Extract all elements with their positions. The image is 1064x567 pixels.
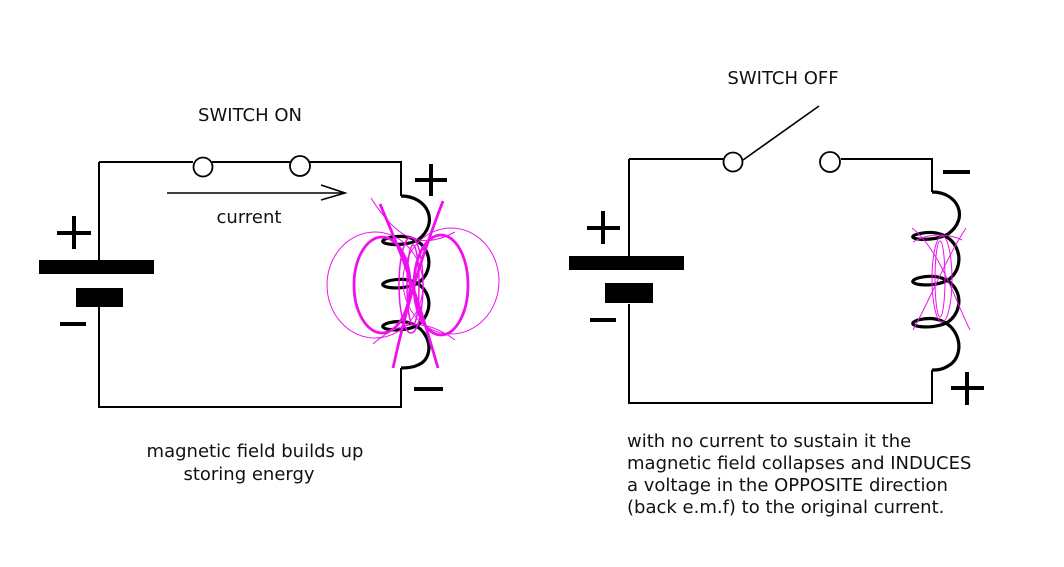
coil-plus-sign [415,164,447,196]
left-circuit: SWITCH ON current [39,105,500,485]
collapsing-field-lines [911,227,971,331]
battery-plus-sign [587,211,620,244]
switch-contact-left [722,151,744,173]
switch-on-title: SWITCH ON [198,105,302,126]
switch-contact-right [289,155,311,177]
switch-off-title: SWITCH OFF [727,68,838,89]
right-caption-line-1: with no current to sustain it the [627,431,911,452]
battery [569,211,684,322]
left-caption-line-1: magnetic field builds up [147,441,364,462]
current-arrow [167,184,348,201]
coil-plus-sign [951,372,984,405]
magnetic-field-lines [326,197,500,369]
battery [39,216,154,326]
current-label: current [217,207,282,228]
switch-contact-right [819,151,841,173]
right-circuit: SWITCH OFF [569,68,984,518]
right-caption-line-2: magnetic field collapses and INDUCES [627,453,971,474]
left-wires [98,161,402,408]
right-wires [628,158,933,404]
left-caption-line-2: storing energy [183,464,314,485]
battery-plus-sign [57,216,91,249]
switch-lever [742,105,820,161]
switch-contact-left [192,156,214,178]
right-caption-line-4: (back e.m.f) to the original current. [627,497,944,518]
inductor-coil [381,164,447,391]
right-caption-line-3: a voltage in the OPPOSITE direction [627,475,948,496]
inductor-coil [911,170,984,405]
